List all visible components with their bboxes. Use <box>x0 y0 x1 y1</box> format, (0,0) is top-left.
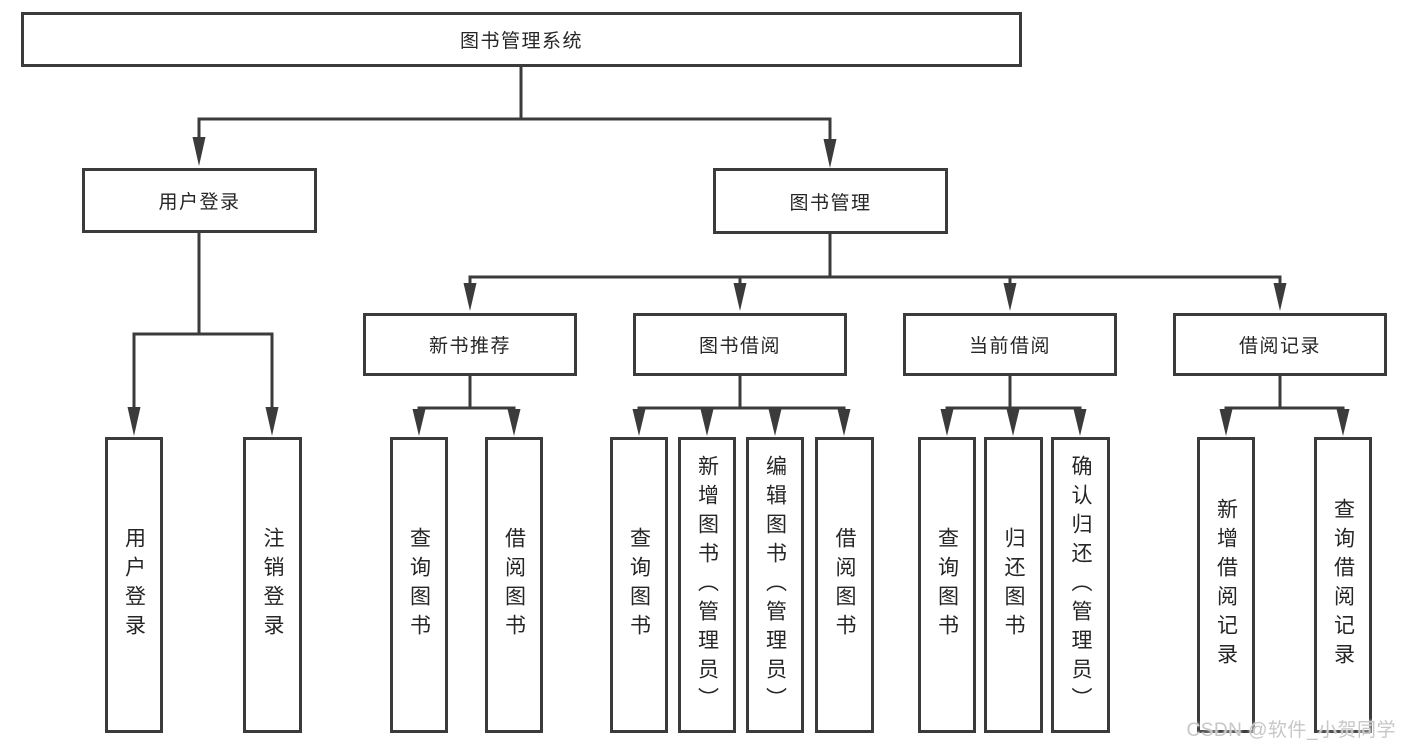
node-new-book-recommend: 新书推荐 <box>363 313 577 376</box>
connector-user-login <box>132 231 274 410</box>
leaf-add-books-admin: 新增图书（管理员） <box>678 437 736 733</box>
leaf-label: 注销登录 <box>261 527 284 643</box>
leaf-label: 查询图书 <box>935 527 959 643</box>
arrowhead <box>1336 409 1350 436</box>
leaf-label: 确认归还（管理员） <box>1069 454 1092 716</box>
leaf-label: 查询借阅记录 <box>1331 498 1355 672</box>
leaf-borrow-books-borrow: 借阅图书 <box>815 437 874 733</box>
node-user-login: 用户登录 <box>82 168 317 233</box>
leaf-logout: 注销登录 <box>243 437 302 733</box>
leaf-label: 归还图书 <box>1002 527 1025 643</box>
leaf-borrow-books-recommend: 借阅图书 <box>485 437 543 733</box>
arrowhead <box>768 409 782 436</box>
arrowhead <box>1219 409 1233 436</box>
connector-new-book-recommend <box>417 374 516 412</box>
arrowhead <box>192 137 206 166</box>
arrowhead <box>1003 283 1017 311</box>
connector-book-management <box>468 232 1282 286</box>
leaf-confirm-return-admin: 确认归还（管理员） <box>1051 437 1110 733</box>
arrowhead <box>265 407 279 436</box>
node-book-borrow: 图书借阅 <box>633 313 847 376</box>
leaf-label: 借阅图书 <box>502 527 526 643</box>
connector-book-borrow <box>637 374 846 412</box>
arrowhead <box>1006 409 1020 436</box>
arrowhead <box>632 409 646 436</box>
arrowhead <box>823 139 837 168</box>
leaf-edit-books-admin: 编辑图书（管理员） <box>746 437 804 733</box>
arrowhead <box>1273 283 1287 311</box>
arrowhead <box>940 409 954 436</box>
leaf-query-borrow-record: 查询借阅记录 <box>1314 437 1372 733</box>
connector-borrow-records <box>1224 374 1345 412</box>
leaf-label: 借阅图书 <box>833 527 856 643</box>
leaf-label: 查询图书 <box>407 527 431 643</box>
leaf-user-login: 用户登录 <box>105 437 163 733</box>
arrowhead <box>733 283 747 311</box>
arrowhead <box>507 409 521 436</box>
leaf-label: 编辑图书（管理员） <box>763 454 787 716</box>
leaf-return-books: 归还图书 <box>984 437 1043 733</box>
arrowhead <box>463 283 477 311</box>
leaf-add-borrow-record: 新增借阅记录 <box>1197 437 1255 733</box>
node-borrow-records: 借阅记录 <box>1173 313 1387 376</box>
arrowhead <box>412 409 426 436</box>
node-current-borrow: 当前借阅 <box>903 313 1117 376</box>
connector-current-borrow <box>945 374 1082 412</box>
leaf-query-books-borrow: 查询图书 <box>610 437 668 733</box>
leaf-label: 新增借阅记录 <box>1214 498 1238 672</box>
connector-root <box>197 65 832 143</box>
watermark: CSDN @软件_小贺同学 <box>1186 720 1396 741</box>
leaf-label: 查询图书 <box>627 527 651 643</box>
arrowhead <box>127 407 141 436</box>
leaf-label: 新增图书（管理员） <box>695 454 719 716</box>
leaf-query-books-recommend: 查询图书 <box>390 437 448 733</box>
leaf-label: 用户登录 <box>122 527 146 643</box>
node-root: 图书管理系统 <box>21 12 1022 67</box>
leaf-query-books-current: 查询图书 <box>918 437 976 733</box>
arrowhead <box>837 409 851 436</box>
arrowhead <box>700 409 714 436</box>
node-book-management: 图书管理 <box>713 168 948 234</box>
arrowhead <box>1073 409 1087 436</box>
